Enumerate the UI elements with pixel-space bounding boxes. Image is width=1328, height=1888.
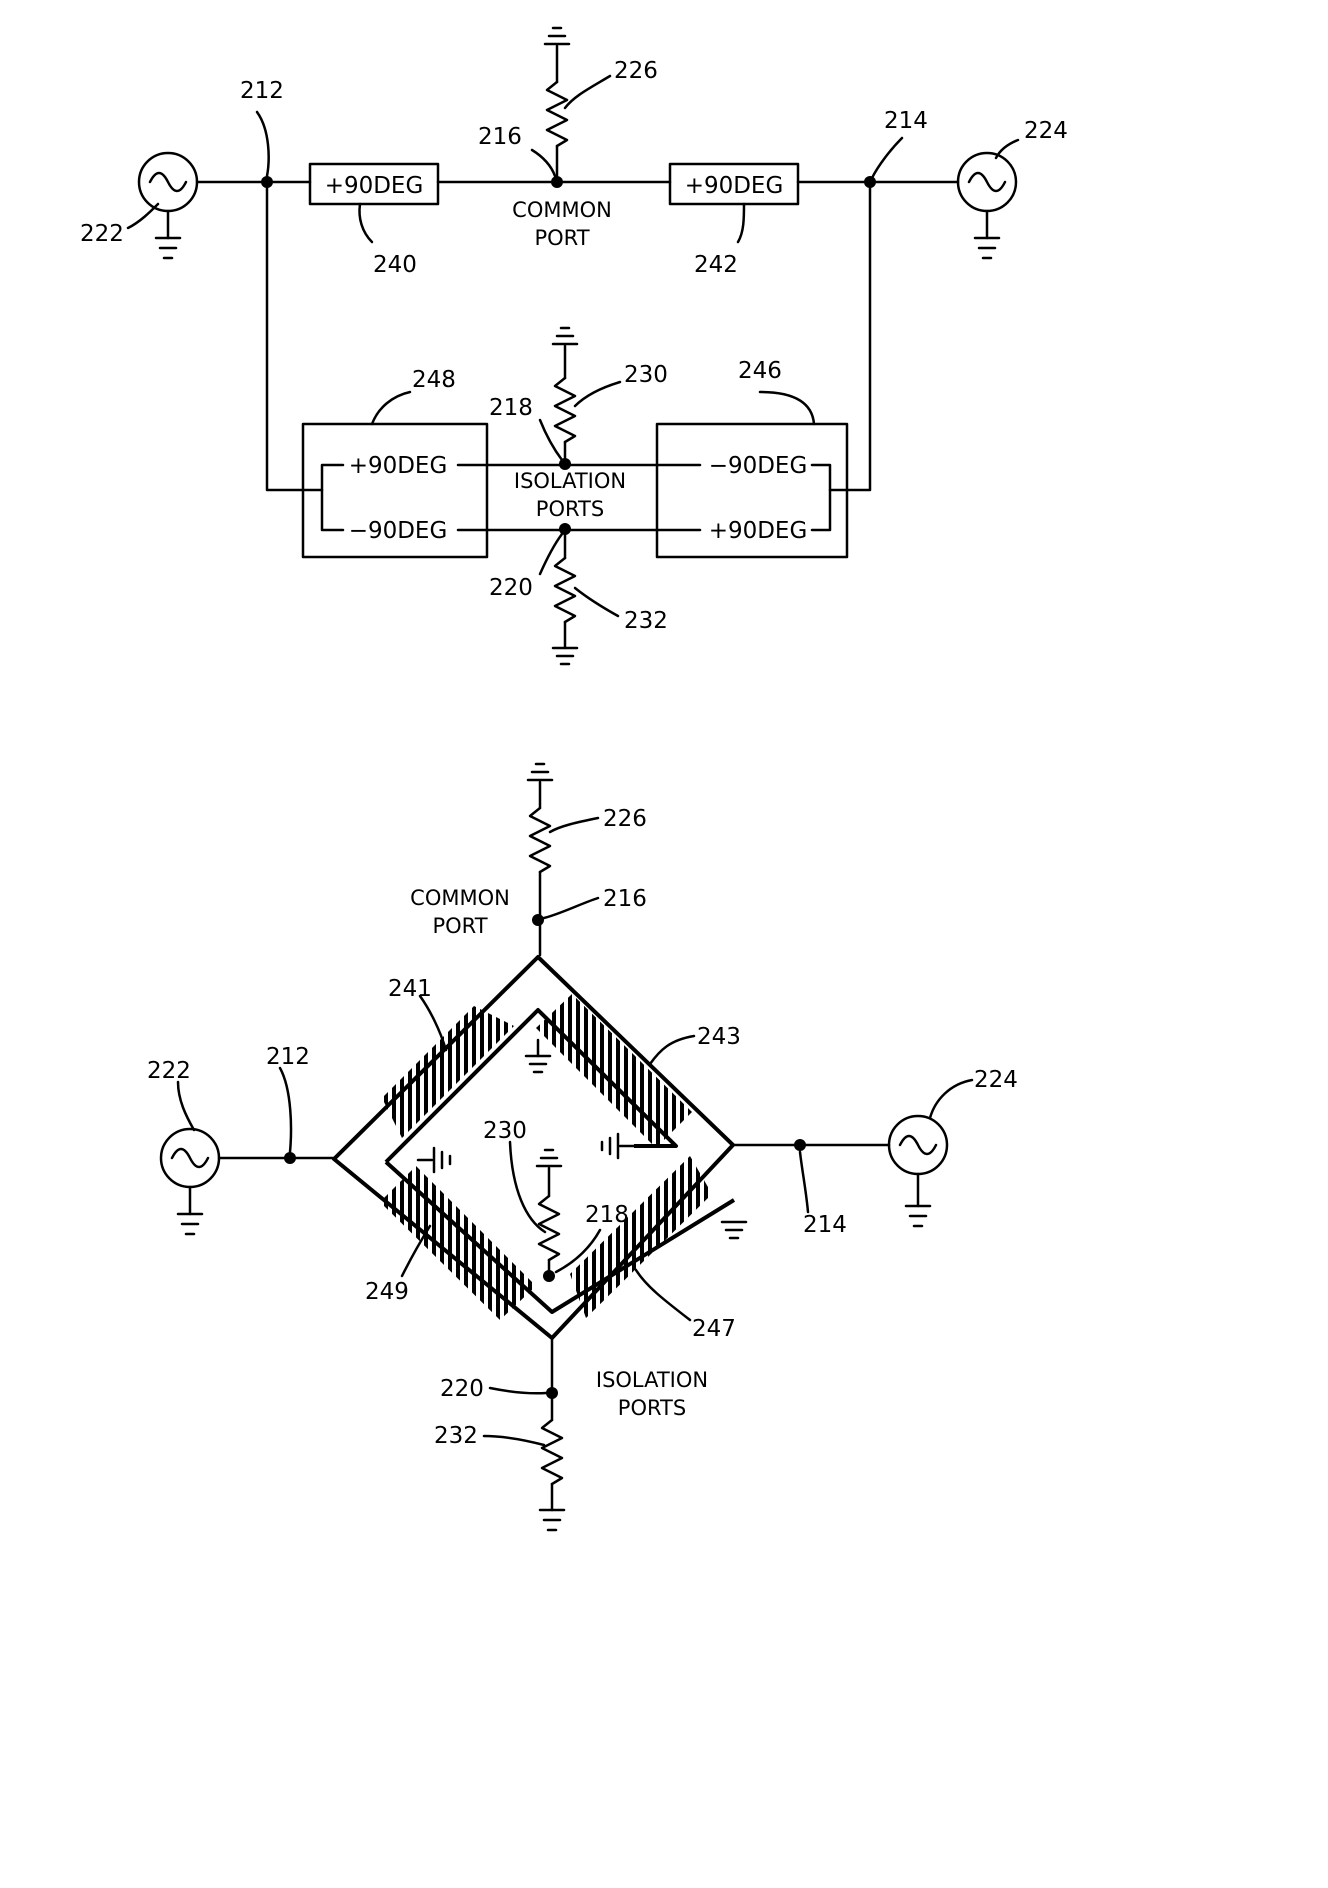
ground-icon	[545, 28, 569, 44]
ground-icon	[526, 1040, 550, 1072]
ground-icon	[906, 1206, 930, 1226]
block-248-bottom-label: −90DEG	[349, 518, 448, 544]
ground-icon	[156, 238, 180, 258]
junction-dot-icon	[794, 1139, 806, 1151]
common-port-line2: PORT	[534, 226, 589, 250]
block-248-top-label: +90DEG	[349, 453, 448, 479]
junction-dot-icon	[532, 914, 544, 926]
label-214: 214	[884, 108, 928, 134]
label-216: 216	[478, 124, 522, 150]
common-port-line2: PORT	[432, 914, 487, 938]
ground-icon	[553, 328, 577, 344]
resistor-icon	[539, 1168, 559, 1276]
label-222: 222	[80, 221, 124, 247]
label-222: 222	[147, 1058, 191, 1084]
label-241: 241	[388, 976, 432, 1002]
label-224: 224	[974, 1067, 1018, 1093]
junction-dot-icon	[543, 1270, 555, 1282]
common-port-line1: COMMON	[512, 198, 612, 222]
isolation-ports-line1: ISOLATION	[596, 1368, 708, 1392]
label-242: 242	[694, 252, 738, 278]
label-212: 212	[240, 78, 284, 104]
label-243: 243	[697, 1024, 741, 1050]
diagram-canvas: +90DEG +90DEG	[0, 0, 1109, 1563]
ground-icon	[528, 764, 552, 780]
label-248: 248	[412, 367, 456, 393]
ground-icon	[178, 1214, 202, 1234]
common-port-line1: COMMON	[410, 886, 510, 910]
label-224: 224	[1024, 118, 1068, 144]
label-232: 232	[434, 1423, 478, 1449]
ground-icon	[537, 1150, 561, 1166]
junction-dot-icon	[284, 1152, 296, 1164]
isolation-ports-line1: ISOLATION	[514, 469, 626, 493]
label-226: 226	[603, 806, 647, 832]
block-246-top-label: −90DEG	[709, 453, 808, 479]
isolation-ports-line2: PORTS	[618, 1396, 686, 1420]
label-220: 220	[489, 575, 533, 601]
block-242-label: +90DEG	[685, 173, 784, 199]
ac-source-icon	[958, 153, 1016, 238]
resistor-icon	[530, 782, 550, 955]
ground-icon	[418, 1148, 450, 1172]
ac-source-icon	[139, 153, 197, 238]
ground-icon	[975, 238, 999, 258]
resistor-icon	[555, 346, 575, 464]
block-240-label: +90DEG	[325, 173, 424, 199]
junction-dot-icon	[546, 1387, 558, 1399]
label-230: 230	[483, 1118, 527, 1144]
hatched-transmission-line-icon	[536, 994, 692, 1148]
ground-icon	[722, 1222, 746, 1238]
ground-icon	[553, 648, 577, 664]
label-240: 240	[373, 252, 417, 278]
resistor-icon	[547, 46, 567, 182]
label-220: 220	[440, 1376, 484, 1402]
label-246: 246	[738, 358, 782, 384]
label-214: 214	[803, 1212, 847, 1238]
label-216: 216	[603, 886, 647, 912]
block-246-bottom-label: +90DEG	[709, 518, 808, 544]
ac-source-icon	[889, 1116, 947, 1206]
label-218: 218	[585, 1202, 629, 1228]
ground-icon	[602, 1134, 634, 1158]
ac-source-icon	[161, 1129, 219, 1214]
label-212: 212	[266, 1044, 310, 1070]
resistor-icon	[555, 529, 575, 648]
label-247: 247	[692, 1316, 736, 1342]
top-figure: +90DEG +90DEG	[80, 28, 1068, 664]
resistor-icon	[542, 1420, 562, 1510]
label-226: 226	[614, 58, 658, 84]
ground-icon	[540, 1510, 564, 1530]
isolation-ports-line2: PORTS	[536, 497, 604, 521]
bottom-figure: 226 COMMON PORT 216 241 243 212 222 224 …	[147, 764, 1018, 1530]
label-249: 249	[365, 1279, 409, 1305]
label-230: 230	[624, 362, 668, 388]
label-232: 232	[624, 608, 668, 634]
label-218: 218	[489, 395, 533, 421]
